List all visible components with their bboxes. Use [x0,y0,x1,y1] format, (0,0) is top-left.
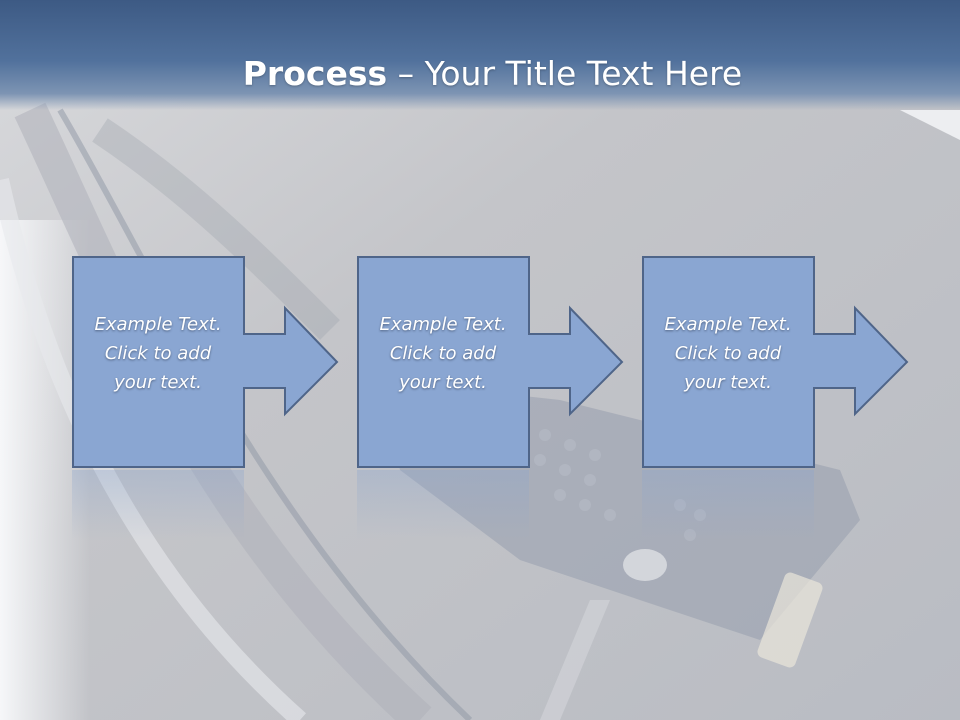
step-text[interactable]: Example Text. Click to add your text. [379,314,507,393]
title-rest: – Your Title Text Here [387,54,743,93]
step-reflection [72,470,244,540]
process-step-2[interactable]: Example Text. Click to add your text. [357,256,627,468]
step-reflection [357,470,529,540]
title-bar [0,0,960,110]
step-arrow-shape [72,256,339,468]
step-reflection [642,470,814,540]
process-step-1[interactable]: Example Text. Click to add your text. [72,256,342,468]
step-text[interactable]: Example Text. Click to add your text. [94,314,222,393]
slide-title[interactable]: Process – Your Title Text Here [0,52,960,96]
step-arrow-shape [642,256,909,468]
process-step-3[interactable]: Example Text. Click to add your text. [642,256,912,468]
title-bold: Process [242,54,388,93]
step-text[interactable]: Example Text. Click to add your text. [664,314,792,393]
step-arrow-shape [357,256,624,468]
